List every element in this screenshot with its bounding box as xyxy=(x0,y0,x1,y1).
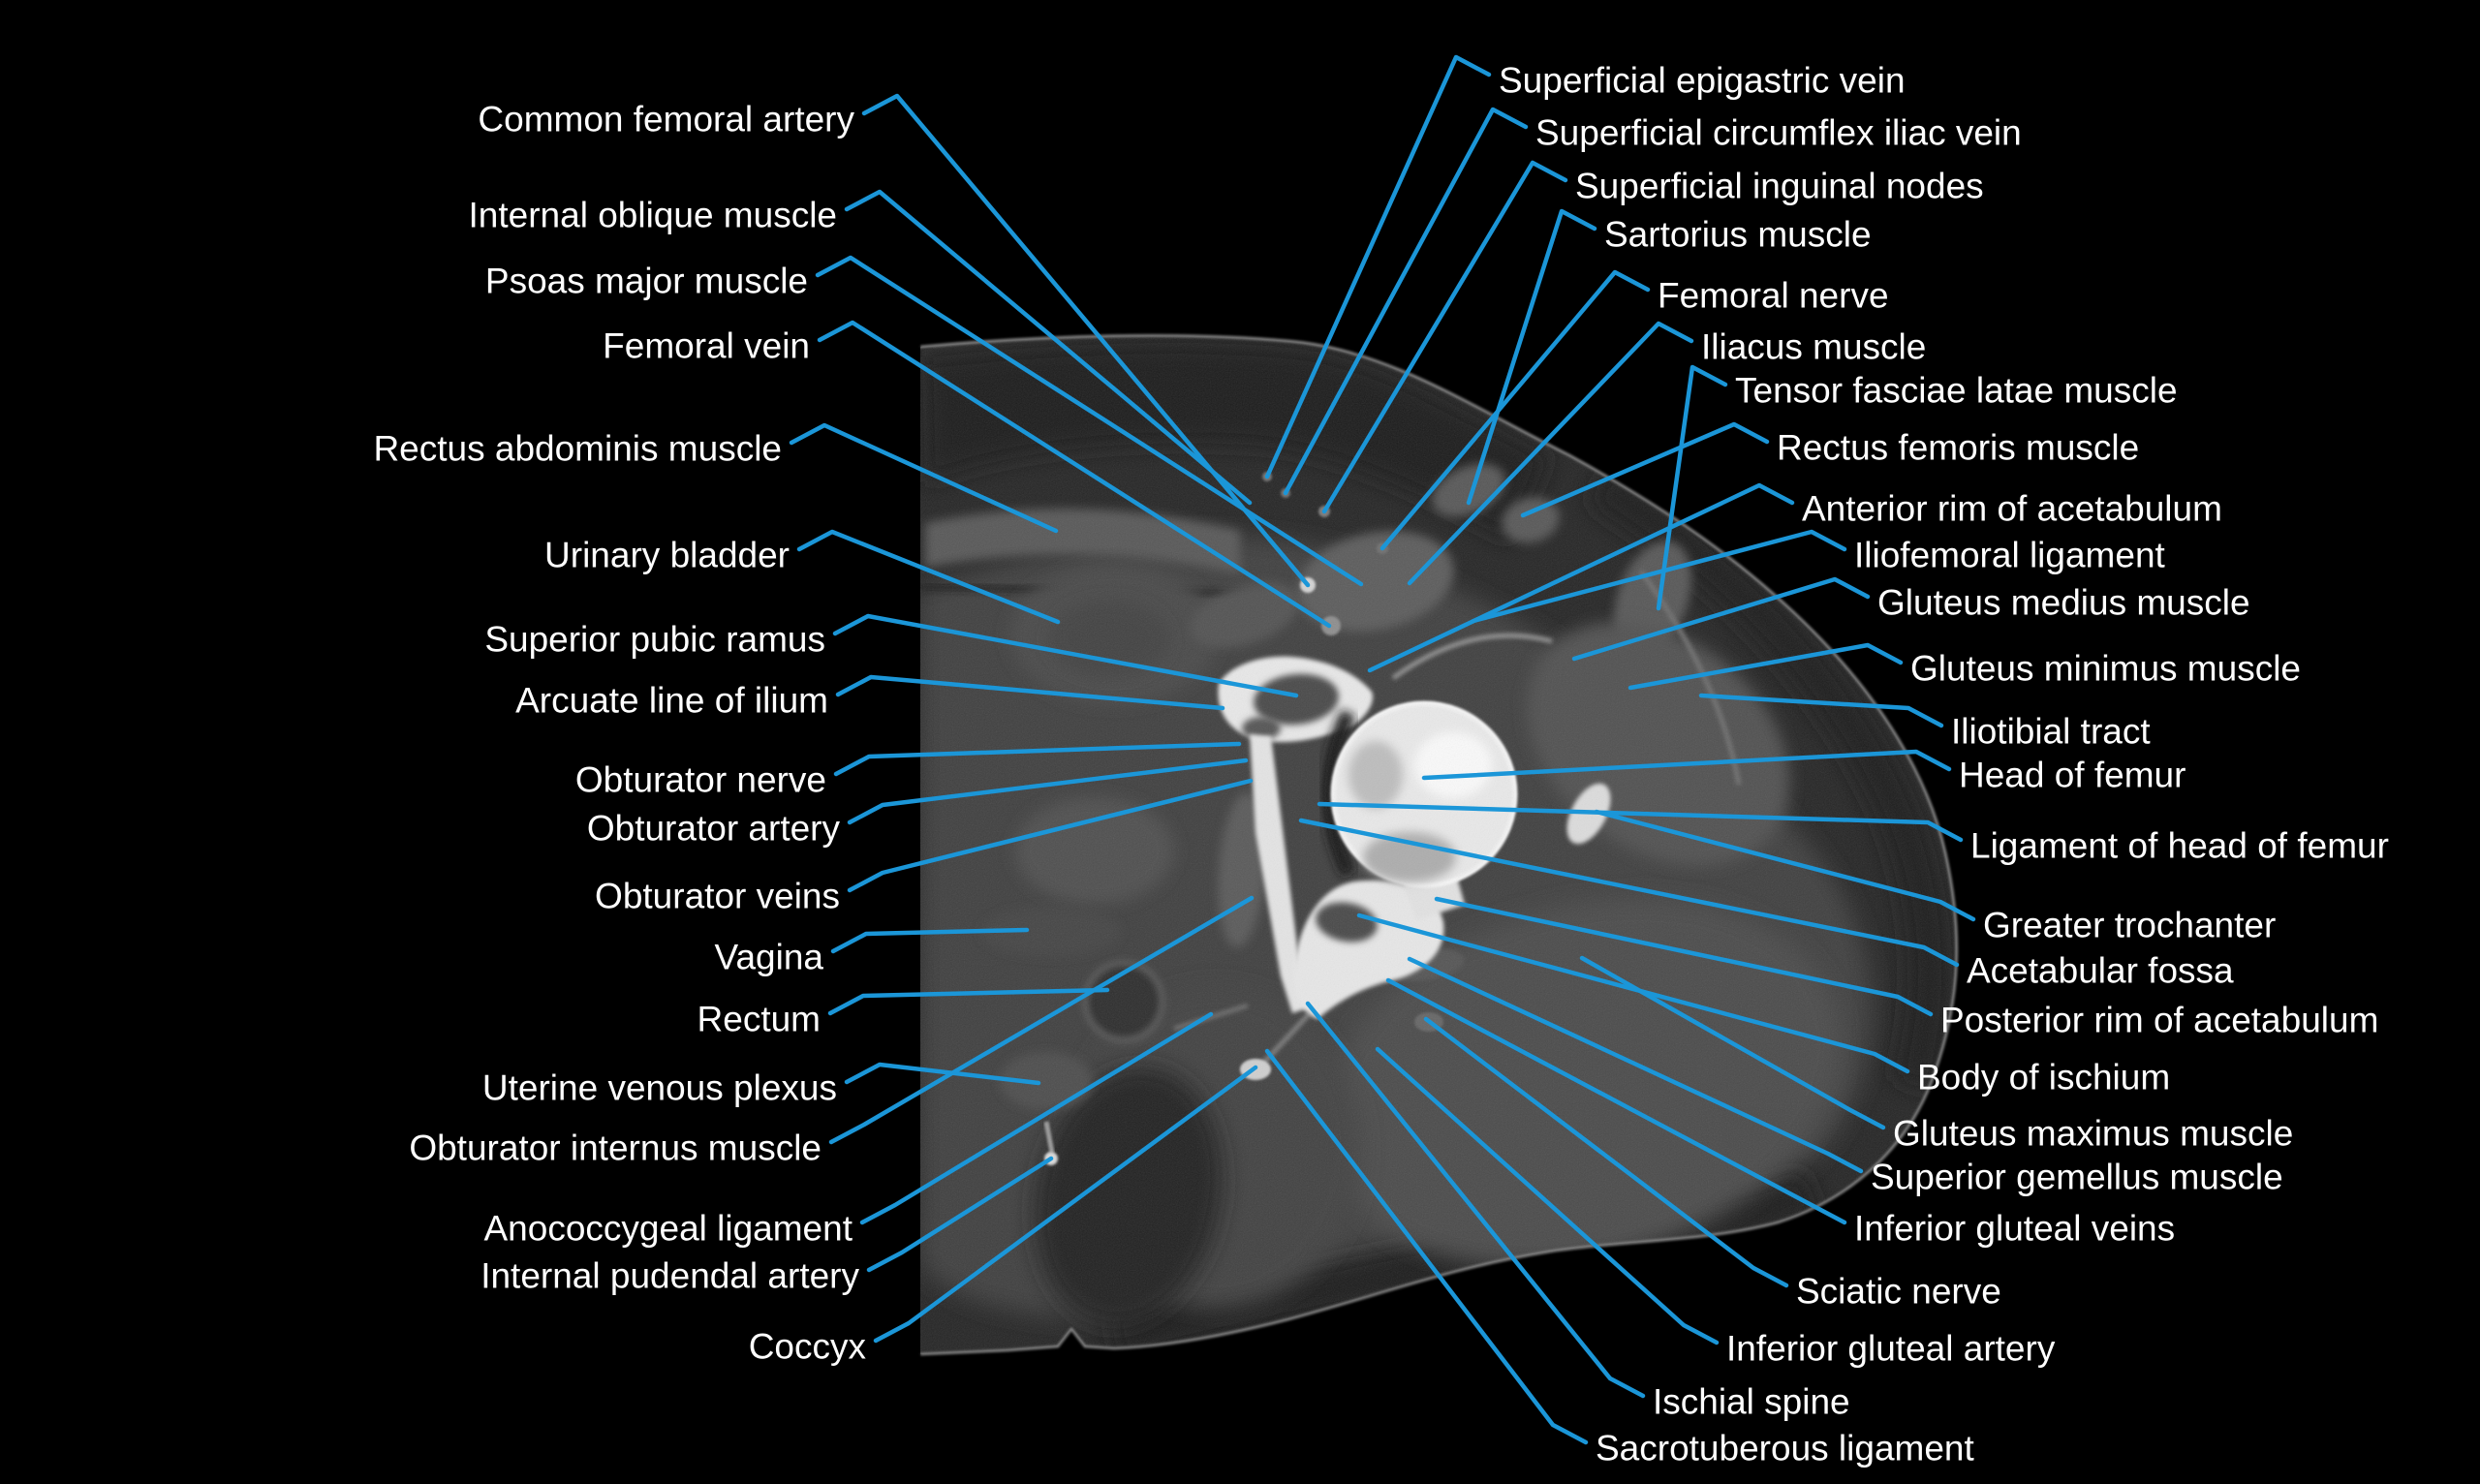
leader-line-femoral-vein xyxy=(817,320,1332,629)
leader-line-coccyx xyxy=(873,1065,1258,1344)
label-superficial-inguinal-nodes: Superficial inguinal nodes xyxy=(1575,167,1984,206)
leader-line-inferior-gluteal-veins xyxy=(1385,977,1847,1225)
label-inferior-gluteal-veins: Inferior gluteal veins xyxy=(1854,1209,2175,1249)
leader-line-acetabular-fossa xyxy=(1298,818,1960,968)
leader-line-gluteus-medius-muscle xyxy=(1571,576,1871,662)
leader-line-ischial-spine xyxy=(1305,1001,1646,1399)
leader-line-femoral-nerve xyxy=(1380,269,1651,551)
label-obturator-veins: Obturator veins xyxy=(595,877,840,916)
label-anococcygeal-ligament: Anococcygeal ligament xyxy=(484,1209,853,1249)
leader-line-obturator-artery xyxy=(847,757,1249,825)
label-inferior-gluteal-artery: Inferior gluteal artery xyxy=(1726,1329,2056,1369)
leader-line-anterior-rim-of-acetabulum xyxy=(1367,482,1795,673)
label-rectus-femoris-muscle: Rectus femoris muscle xyxy=(1777,428,2139,468)
leader-line-superior-gemellus-muscle xyxy=(1407,956,1864,1174)
leader-line-urinary-bladder xyxy=(796,529,1061,625)
label-urinary-bladder: Urinary bladder xyxy=(544,536,790,575)
leader-line-gluteus-minimus-muscle xyxy=(1628,642,1904,691)
label-body-of-ischium: Body of ischium xyxy=(1917,1058,2170,1098)
label-psoas-major-muscle: Psoas major muscle xyxy=(485,262,808,301)
leader-line-internal-oblique-muscle xyxy=(844,189,1253,506)
label-iliotibial-tract: Iliotibial tract xyxy=(1951,712,2151,752)
leader-line-obturator-internus-muscle xyxy=(828,895,1255,1145)
label-obturator-nerve: Obturator nerve xyxy=(575,760,826,800)
label-acetabular-fossa: Acetabular fossa xyxy=(1967,951,2234,991)
label-tensor-fasciae-latae-muscle: Tensor fasciae latae muscle xyxy=(1735,371,2178,411)
label-posterior-rim-of-acetabulum: Posterior rim of acetabulum xyxy=(1940,1001,2378,1040)
label-greater-trochanter: Greater trochanter xyxy=(1983,906,2276,945)
field-edge-shade xyxy=(909,339,920,1366)
label-gluteus-minimus-muscle: Gluteus minimus muscle xyxy=(1910,649,2301,689)
leader-line-sartorius-muscle xyxy=(1466,208,1597,506)
label-femoral-vein: Femoral vein xyxy=(603,326,810,366)
label-internal-pudendal-artery: Internal pudendal artery xyxy=(480,1256,859,1296)
leader-line-body-of-ischium xyxy=(1356,912,1910,1074)
label-head-of-femur: Head of femur xyxy=(1959,756,2186,795)
leader-line-iliotibial-tract xyxy=(1698,693,1944,728)
skin-line xyxy=(919,334,1959,1356)
leader-line-uterine-venous-plexus xyxy=(844,1062,1041,1086)
leader-line-arcuate-line-of-ilium xyxy=(835,674,1225,711)
leader-line-superficial-circumflex-iliac-vein xyxy=(1283,107,1529,496)
label-ligament-of-head-of-femur: Ligament of head of femur xyxy=(1970,826,2389,866)
label-obturator-artery: Obturator artery xyxy=(587,809,841,849)
leader-line-internal-pudendal-artery xyxy=(866,1156,1054,1273)
label-ischial-spine: Ischial spine xyxy=(1653,1382,1850,1422)
label-internal-oblique-muscle: Internal oblique muscle xyxy=(469,196,838,235)
label-coccyx: Coccyx xyxy=(749,1327,867,1367)
label-superficial-epigastric-vein: Superficial epigastric vein xyxy=(1499,61,1906,101)
leader-line-sciatic-nerve xyxy=(1423,1016,1789,1288)
leader-line-posterior-rim-of-acetabulum xyxy=(1434,896,1934,1017)
label-superficial-circumflex-iliac-vein: Superficial circumflex iliac vein xyxy=(1535,113,2022,153)
label-iliacus-muscle: Iliacus muscle xyxy=(1701,327,1926,367)
leader-line-superficial-inguinal-nodes xyxy=(1321,160,1568,514)
label-superior-pubic-ramus: Superior pubic ramus xyxy=(484,620,825,660)
label-superior-gemellus-muscle: Superior gemellus muscle xyxy=(1871,1158,2283,1197)
label-sacrotuberous-ligament: Sacrotuberous ligament xyxy=(1596,1429,1974,1469)
leader-line-superficial-epigastric-vein xyxy=(1264,54,1492,479)
label-arcuate-line-of-ilium: Arcuate line of ilium xyxy=(515,681,828,721)
leader-line-sacrotuberous-ligament xyxy=(1264,1048,1589,1445)
leader-line-head-of-femur xyxy=(1421,749,1952,781)
leader-line-rectus-femoris-muscle xyxy=(1520,421,1770,518)
leader-line-obturator-nerve xyxy=(833,741,1242,777)
label-common-femoral-artery: Common femoral artery xyxy=(478,100,854,139)
leader-line-rectus-abdominis-muscle xyxy=(789,422,1059,534)
label-gluteus-medius-muscle: Gluteus medius muscle xyxy=(1877,583,2250,623)
label-gluteus-maximus-muscle: Gluteus maximus muscle xyxy=(1893,1114,2293,1154)
leader-line-anococcygeal-ligament xyxy=(859,1011,1214,1225)
leader-line-common-femoral-artery xyxy=(861,93,1311,588)
label-femoral-nerve: Femoral nerve xyxy=(1658,276,1889,316)
leader-line-superior-pubic-ramus xyxy=(832,613,1299,698)
leader-line-gluteus-maximus-muscle xyxy=(1579,955,1886,1130)
label-sartorius-muscle: Sartorius muscle xyxy=(1604,215,1872,255)
label-sciatic-nerve: Sciatic nerve xyxy=(1796,1272,2001,1312)
label-rectum: Rectum xyxy=(698,1000,821,1039)
leader-line-rectum xyxy=(827,987,1110,1016)
leader-line-psoas-major-muscle xyxy=(815,255,1364,587)
leader-line-vagina xyxy=(830,927,1030,954)
leader-line-iliofemoral-ligament xyxy=(1471,529,1847,624)
label-obturator-internus-muscle: Obturator internus muscle xyxy=(409,1128,822,1168)
label-iliofemoral-ligament: Iliofemoral ligament xyxy=(1854,536,2166,575)
leader-line-inferior-gluteal-artery xyxy=(1375,1046,1720,1345)
leader-line-iliacus-muscle xyxy=(1407,321,1694,586)
label-rectus-abdominis-muscle: Rectus abdominis muscle xyxy=(373,429,782,469)
label-vagina: Vagina xyxy=(715,938,824,977)
leader-line-greater-trochanter xyxy=(1594,809,1976,922)
label-uterine-venous-plexus: Uterine venous plexus xyxy=(482,1068,837,1108)
label-anterior-rim-of-acetabulum: Anterior rim of acetabulum xyxy=(1802,489,2222,529)
leader-line-ligament-of-head-of-femur xyxy=(1317,801,1964,843)
leader-line-obturator-veins xyxy=(847,778,1254,893)
